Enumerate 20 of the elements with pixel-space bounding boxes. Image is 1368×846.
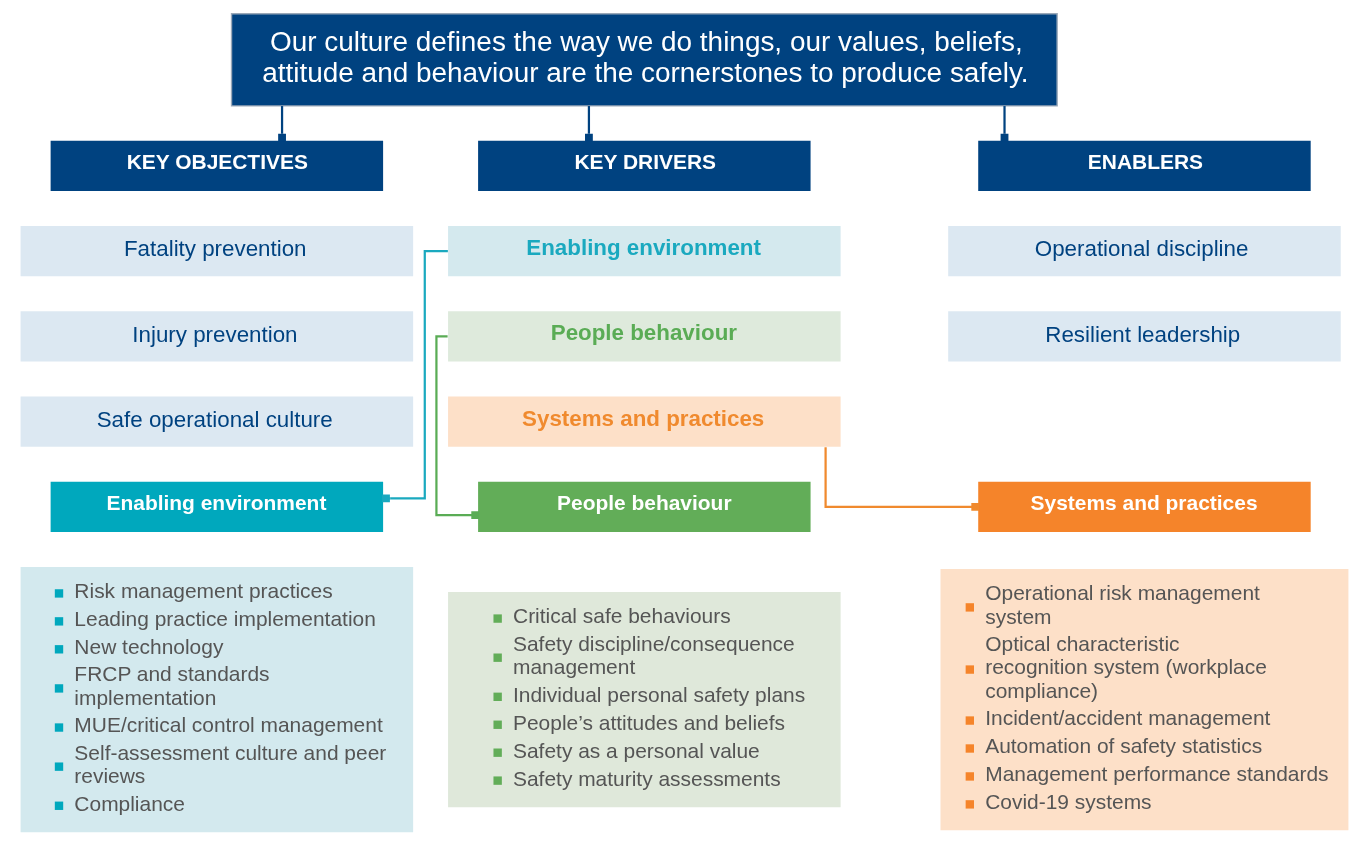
node-box: Enabling environment [447,226,841,277]
node-box: Risk management practices Leading practice implementation New technology FRCP and standards implementation MUE/critical control management Self-assessment culture and peer reviews Compliance [20,566,413,833]
node-box: Enabling environment [50,481,383,532]
connector [381,250,448,503]
node-box: KEY DRIVERS [477,140,811,192]
node-box: People behaviour [477,481,811,532]
node-box: Operational discipline [947,226,1341,277]
node-box: Fatality prevention [20,226,413,277]
node-box: Systems and practices [977,481,1311,532]
node-box: Systems and practices [447,396,841,447]
node-box: Resilient leadership [947,311,1341,362]
node-box: Safe operational culture [20,396,413,447]
node-box: Operational risk management system Optical characteristic recognition system (workplace compliance) Incident/accident management Automation of safety statistics Management performance standards Covid-19 systems [940,569,1348,831]
node-box: People behaviour [447,311,841,362]
connector [1000,106,1008,142]
node-box: ENABLERS [977,140,1311,192]
node-box: Injury prevention [20,311,413,362]
node-box: KEY OBJECTIVES [50,140,383,192]
node-box: Critical safe behaviours Safety discipline/consequence management Individual personal safety plans People’s attitudes and beliefs Safety as a personal value Safety maturity assessments [447,592,841,808]
node-box: Our culture defines the way we do things, our values, beliefs, attitude and behaviour are the cornerstones to produce safely. [230,13,1058,107]
